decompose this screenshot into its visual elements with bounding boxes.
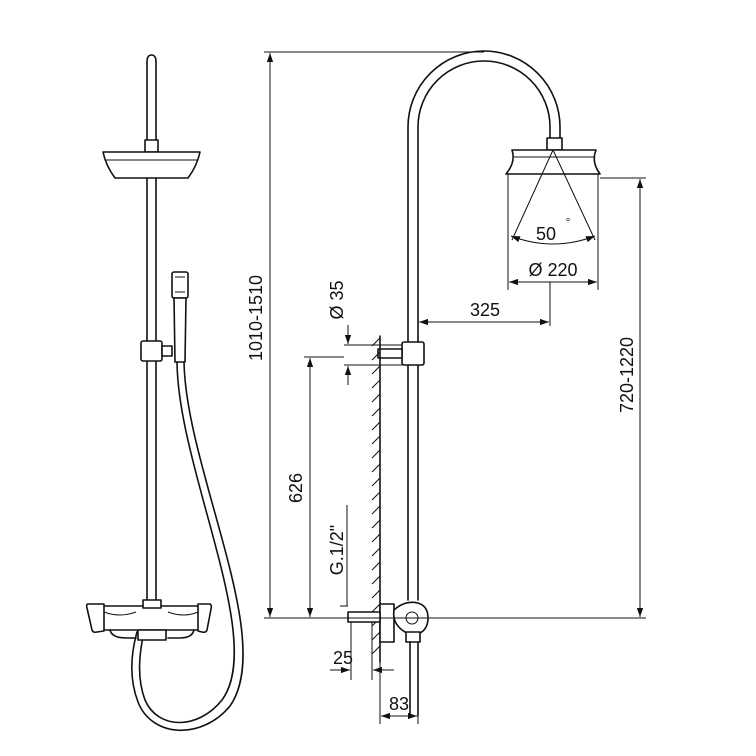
hose <box>138 361 236 724</box>
head-height-label: 720-1220 <box>617 337 637 413</box>
bracket-height-label: 626 <box>286 473 306 503</box>
connection-label: G.1/2" <box>327 525 347 575</box>
front-shower-head <box>102 151 201 179</box>
front-slider-bracket <box>140 340 163 362</box>
front-upper-pipe <box>146 54 157 147</box>
side-view <box>347 50 601 717</box>
spray-angle-label: 50 <box>536 224 556 244</box>
side-gooseneck-inner <box>417 60 551 343</box>
front-head-connector <box>144 139 159 153</box>
dimension-lines <box>264 51 646 724</box>
arm-reach-label: 325 <box>470 300 500 320</box>
front-view <box>85 54 244 732</box>
side-shower-head <box>505 149 601 175</box>
dimension-labels: 1010-1510 Ø 35 626 G.1/2" 25 83 325 50 °… <box>246 215 637 714</box>
offset-25-label: 25 <box>333 648 353 668</box>
spray-angle-arc <box>510 235 596 245</box>
offset-83-label: 83 <box>389 694 409 714</box>
front-thermostatic-mixer <box>85 599 213 641</box>
side-gooseneck-outer <box>407 50 561 343</box>
pipe-diameter-label: Ø 35 <box>327 280 347 319</box>
head-diameter-label: Ø 220 <box>528 260 577 280</box>
side-wall-bracket <box>401 341 425 366</box>
overall-height-label: 1010-1510 <box>246 275 266 361</box>
hand-shower <box>171 271 189 363</box>
spray-angle-unit: ° <box>566 215 571 229</box>
